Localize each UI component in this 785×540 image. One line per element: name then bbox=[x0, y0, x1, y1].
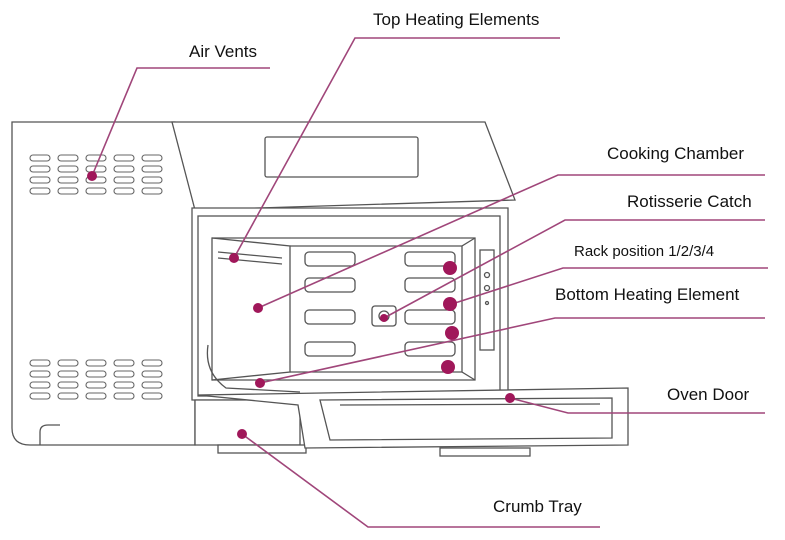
vent-slot bbox=[113, 359, 135, 367]
vent-slot bbox=[57, 154, 79, 162]
vent-slot bbox=[57, 165, 79, 173]
oven-illustration bbox=[11, 121, 629, 457]
vent-slot bbox=[29, 176, 51, 184]
label-air-vents: Air Vents bbox=[189, 42, 258, 61]
dot-rack-3 bbox=[445, 326, 459, 340]
vent-slot bbox=[57, 359, 79, 367]
air-vent-grid bbox=[29, 154, 163, 400]
vent-slot bbox=[29, 187, 51, 195]
leader-rotisserie-catch bbox=[383, 219, 765, 319]
vent-slot bbox=[85, 392, 107, 400]
label-oven-door: Oven Door bbox=[667, 385, 750, 404]
vent-slot bbox=[113, 165, 135, 173]
label-rotisserie-catch: Rotisserie Catch bbox=[627, 192, 752, 211]
leader-rack-position bbox=[451, 267, 768, 305]
vent-slot bbox=[57, 370, 79, 378]
vent-slot bbox=[113, 370, 135, 378]
vent-slot bbox=[85, 381, 107, 389]
dot-rotisserie-catch bbox=[380, 314, 388, 322]
leader-top-heating-elements bbox=[233, 37, 560, 259]
dot-rack-2 bbox=[443, 297, 457, 311]
vent-slot bbox=[57, 187, 79, 195]
rack-rails bbox=[304, 251, 456, 357]
vent-slot bbox=[141, 165, 163, 173]
vent-slot bbox=[141, 392, 163, 400]
dot-rack-1 bbox=[443, 261, 457, 275]
vent-slot bbox=[141, 359, 163, 367]
dot-cooking-chamber bbox=[253, 303, 263, 313]
leader-crumb-tray bbox=[241, 433, 600, 528]
vent-slot bbox=[57, 392, 79, 400]
vent-slot bbox=[57, 381, 79, 389]
vent-slot bbox=[29, 370, 51, 378]
label-cooking-chamber: Cooking Chamber bbox=[607, 144, 745, 163]
leader-air-vents bbox=[91, 67, 270, 177]
vent-slot bbox=[29, 154, 51, 162]
vent-slot bbox=[29, 165, 51, 173]
vent-slot bbox=[85, 370, 107, 378]
oven-top-panel bbox=[171, 121, 516, 211]
dot-crumb-tray bbox=[237, 429, 247, 439]
oven-door-part bbox=[197, 387, 629, 449]
vent-slot bbox=[29, 392, 51, 400]
vent-slot bbox=[113, 392, 135, 400]
vent-slot bbox=[29, 381, 51, 389]
vent-slot bbox=[113, 176, 135, 184]
label-crumb-tray: Crumb Tray bbox=[493, 497, 582, 516]
dot-air-vents bbox=[87, 171, 97, 181]
leader-oven-door bbox=[509, 397, 765, 414]
vent-slot bbox=[141, 154, 163, 162]
cooking-chamber-interior bbox=[211, 237, 476, 381]
leader-bottom-heating-element bbox=[259, 317, 765, 384]
vent-slot bbox=[113, 154, 135, 162]
vent-slot bbox=[29, 359, 51, 367]
label-bottom-heating-element: Bottom Heating Element bbox=[555, 285, 740, 304]
vent-slot bbox=[113, 187, 135, 195]
label-top-heating-elements: Top Heating Elements bbox=[373, 10, 540, 29]
vent-slot bbox=[141, 176, 163, 184]
dot-rack-4 bbox=[441, 360, 455, 374]
rotisserie-catch-part bbox=[371, 305, 397, 327]
dot-bottom-heating-element bbox=[255, 378, 265, 388]
label-rack-position: Rack position 1/2/3/4 bbox=[574, 243, 715, 260]
leader-cooking-chamber bbox=[257, 174, 765, 309]
vent-slot bbox=[113, 381, 135, 389]
dot-top-heating-elements bbox=[229, 253, 239, 263]
callout-lines bbox=[87, 37, 768, 528]
vent-slot bbox=[57, 176, 79, 184]
vent-slot bbox=[85, 187, 107, 195]
vent-slot bbox=[85, 359, 107, 367]
vent-slot bbox=[85, 154, 107, 162]
vent-slot bbox=[141, 187, 163, 195]
dot-oven-door bbox=[505, 393, 515, 403]
vent-slot bbox=[141, 370, 163, 378]
top-window bbox=[264, 136, 419, 178]
vent-slot bbox=[141, 381, 163, 389]
